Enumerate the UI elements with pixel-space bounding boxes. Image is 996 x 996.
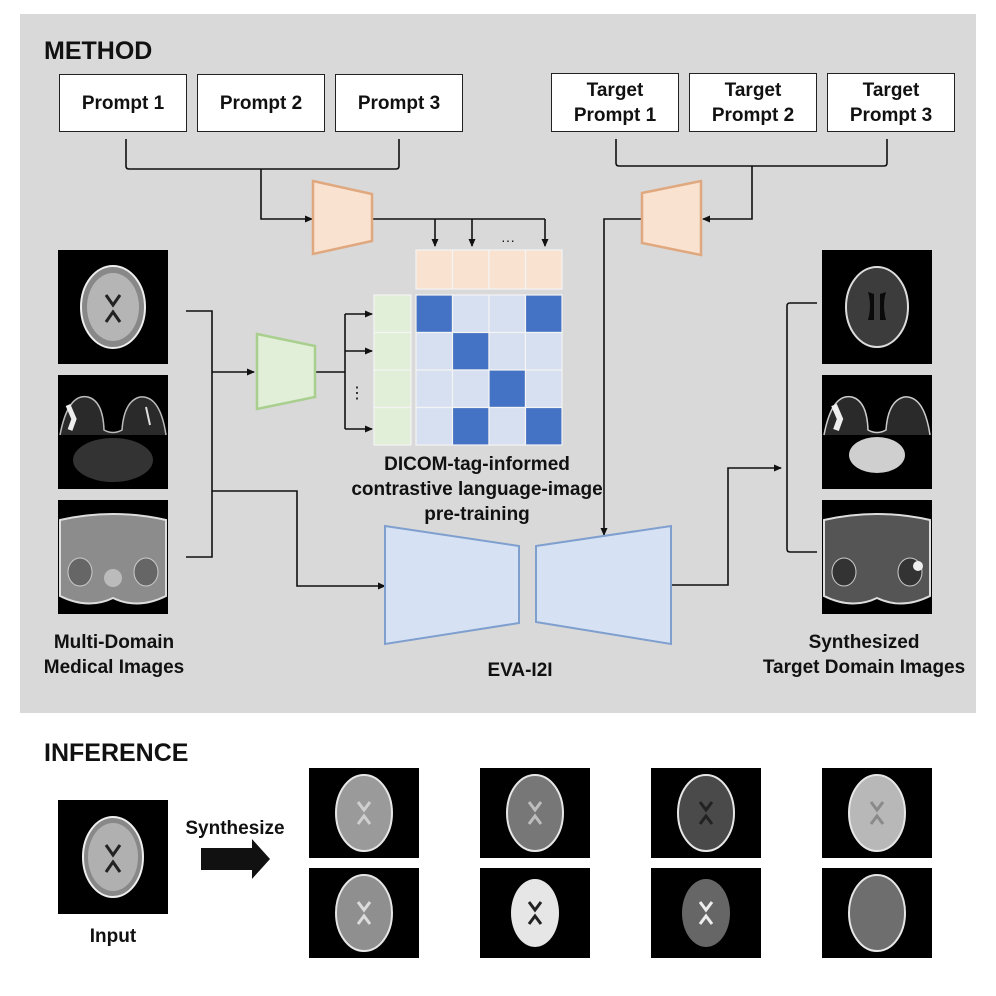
text-embedding-cell — [488, 249, 527, 290]
target-prompt-box-3: Target Prompt 3 — [827, 73, 955, 132]
output-image-brain — [822, 250, 932, 364]
matrix-cell-match — [488, 369, 527, 409]
input-image-breast — [58, 375, 168, 489]
matrix-cell — [488, 294, 527, 334]
text-embedding-cell — [451, 249, 490, 290]
inference-output-image — [822, 768, 932, 858]
generator-decoder — [535, 524, 672, 646]
matrix-cell — [524, 331, 563, 371]
target-prompt-connector — [615, 139, 888, 167]
inference-output-image — [651, 868, 761, 958]
inference-output-image — [480, 868, 590, 958]
matrix-cell — [451, 294, 490, 334]
output-connector — [786, 302, 817, 553]
target-prompt-box-1: Target Prompt 1 — [551, 73, 679, 132]
matrix-cell — [451, 369, 490, 409]
similarity-matrix — [415, 294, 563, 446]
output-image-breast — [822, 375, 932, 489]
ellipsis-vertical: ⋮ — [349, 385, 365, 402]
input-images-caption: Multi-Domain Medical Images — [43, 632, 185, 678]
matrix-cell-match — [451, 331, 490, 371]
clip-caption: DICOM-tag-informed contrastive language-… — [351, 454, 603, 525]
image-embedding-cell — [373, 406, 412, 446]
text-embedding-cell — [415, 249, 454, 290]
model-caption: EVA-I2I — [487, 660, 553, 681]
matrix-cell — [524, 369, 563, 409]
output-image-abdomen — [822, 500, 932, 614]
image-encoder — [255, 332, 317, 411]
target-encoder-to-generator — [600, 218, 642, 536]
input-to-generator — [212, 490, 386, 590]
matrix-cell — [488, 331, 527, 371]
inference-output-image — [822, 868, 932, 958]
ellipsis-horizontal: ··· — [501, 232, 515, 248]
target-to-text-encoder — [702, 166, 753, 223]
inference-output-image — [309, 768, 419, 858]
matrix-cell — [415, 369, 454, 409]
input-image-abdomen — [58, 500, 168, 614]
prompt-box-1: Prompt 1 — [59, 74, 187, 132]
synthesize-label: Synthesize — [185, 818, 285, 839]
image-embeddings — [373, 294, 412, 446]
image-embedding-cell — [373, 331, 412, 371]
prompt-box-2: Prompt 2 — [197, 74, 325, 132]
inference-heading: INFERENCE — [44, 739, 189, 767]
target-prompt-box-2: Target Prompt 2 — [689, 73, 817, 132]
inference-output-image — [651, 768, 761, 858]
prompt-box-3: Prompt 3 — [335, 74, 463, 132]
image-embedding-cell — [373, 294, 412, 334]
inference-input-image — [58, 800, 168, 914]
matrix-cell — [415, 406, 454, 446]
text-embedding-cell — [524, 249, 563, 290]
text-embeddings — [415, 249, 563, 290]
generator-to-outputs — [672, 464, 782, 586]
text-encoder-target — [640, 179, 703, 257]
matrix-cell — [488, 406, 527, 446]
text-encoder-source — [311, 179, 374, 256]
matrix-cell-match — [415, 294, 454, 334]
generator-encoder — [384, 524, 520, 646]
method-heading: METHOD — [44, 37, 153, 65]
matrix-cell-match — [451, 406, 490, 446]
input-connector — [186, 310, 213, 558]
matrix-cell — [415, 331, 454, 371]
matrix-cell-match — [524, 406, 563, 446]
matrix-cell-match — [524, 294, 563, 334]
output-images-caption: Synthesized Target Domain Images — [762, 632, 966, 678]
inference-output-image — [480, 768, 590, 858]
synthesize-arrow-icon — [201, 839, 270, 879]
prompt-connector — [125, 139, 400, 170]
image-embedding-cell — [373, 369, 412, 409]
inference-output-image — [309, 868, 419, 958]
prompt-to-text-encoder — [260, 169, 313, 223]
input-image-brain — [58, 250, 168, 364]
input-caption: Input — [89, 926, 137, 947]
